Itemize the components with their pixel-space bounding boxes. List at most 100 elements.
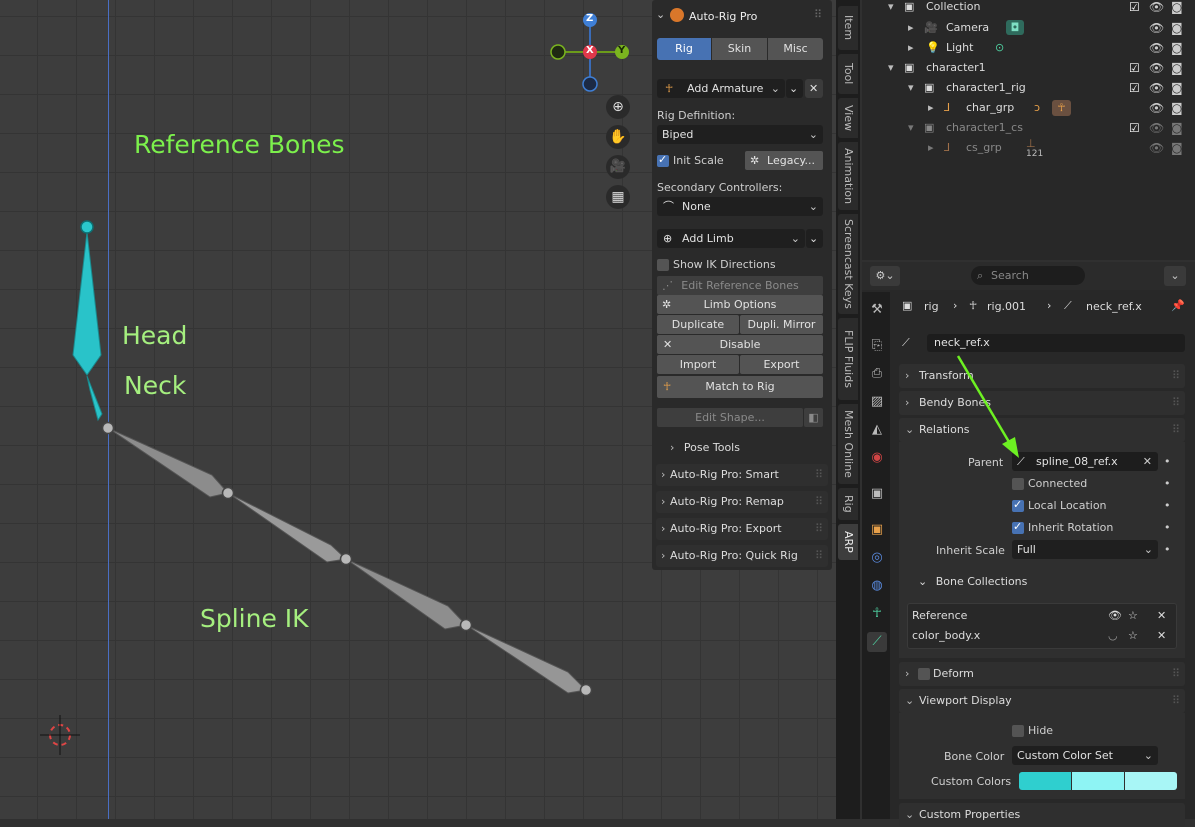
tab-mesh-online[interactable]: Mesh Online [838,404,858,484]
render-camera-icon[interactable]: ◙ [1171,121,1183,135]
drag-grip-icon[interactable]: ⠿ [814,495,823,508]
drag-grip-icon[interactable]: ⠿ [814,8,823,21]
expand-right-icon[interactable]: ▸ [928,141,934,154]
add-armature-dropdown[interactable]: ☥ Add Armature ⌄ [657,79,785,98]
collection-props-icon[interactable]: ▣ [870,486,884,501]
eye-icon[interactable]: 👁 [1149,21,1165,35]
drag-grip-icon[interactable]: ⠿ [814,522,823,535]
init-scale-checkbox[interactable] [657,153,669,167]
eye-hidden-icon[interactable]: 👁 [1149,121,1165,135]
eye-icon[interactable]: 👁 [1149,41,1165,55]
keyframe-dot-icon[interactable]: • [1164,477,1171,490]
tab-rig[interactable]: Rig [657,38,711,60]
bone-icon[interactable]: ⟋ [867,632,887,652]
tab-arp[interactable]: ARP [838,524,858,560]
expand-down-icon[interactable]: ▾ [888,0,894,13]
physics-icon[interactable]: ◍ [871,578,883,593]
star-icon[interactable]: ☆ [1128,629,1138,642]
section-relations[interactable]: ⌄Relations⠿ [899,418,1185,442]
camera-view-icon[interactable]: 🎥 [606,155,630,179]
tab-flip-fluids[interactable]: FLIP Fluids [838,318,858,400]
outliner-row-camera[interactable]: ▸ 🎥 Camera ◘ 👁 ◙ [862,18,1195,38]
star-icon[interactable]: ☆ [1128,609,1138,622]
world-icon[interactable]: ◉ [871,450,883,465]
include-checkbox[interactable]: ☑ [1129,81,1140,95]
expand-down-icon[interactable]: ▾ [908,81,914,94]
eye-icon[interactable]: 👁 [1149,61,1165,75]
section-viewport-display[interactable]: ⌄Viewport Display⠿ [899,689,1185,713]
tab-misc[interactable]: Misc [768,38,823,60]
local-location-checkbox[interactable] [1012,498,1024,512]
render-camera-icon[interactable]: ◙ [1171,0,1183,14]
keyframe-dot-icon[interactable]: • [1164,499,1171,512]
view-layer-icon[interactable]: ▨ [870,394,884,409]
rig-definition-dropdown[interactable]: Biped ⌄ [657,125,823,144]
parent-field[interactable]: ⟋ spline_08_ref.x ✕ [1012,452,1158,471]
collection-row-reference[interactable]: Reference 👁 ☆ ✕ [908,606,1176,626]
armature-remove-button[interactable]: ✕ [805,79,823,98]
remove-icon[interactable]: ✕ [1157,629,1167,642]
collection-row-color-body[interactable]: color_body.x ◡ ☆ ✕ [908,626,1176,646]
legacy-button[interactable]: ✲ Legacy... [745,151,823,170]
eye-icon[interactable]: 👁 [1108,609,1122,622]
bone-collections-list[interactable] [907,603,1177,649]
outliner-row-char-grp[interactable]: ▸ ⅃ char_grp ↄ ☥ 👁 ◙ [862,98,1195,118]
expand-right-icon[interactable]: ▸ [928,101,934,114]
hide-checkbox[interactable] [1012,725,1024,737]
include-checkbox[interactable]: ☑ [1129,0,1140,14]
tab-view[interactable]: View [838,98,858,138]
drag-grip-icon[interactable]: ⠿ [1171,423,1180,436]
add-limb-dropdown[interactable]: ⊕ Add Limb ⌄ [657,229,805,248]
render-camera-icon[interactable]: ◙ [1171,21,1183,35]
render-camera-icon[interactable]: ◙ [1171,41,1183,55]
outliner-row-light[interactable]: ▸ 💡 Light ⊙ 👁 ◙ [862,38,1195,58]
drag-grip-icon[interactable]: ⠿ [1171,369,1180,382]
keyframe-dot-icon[interactable]: • [1164,521,1171,534]
armature-menu-button[interactable]: ⌄ [786,79,803,98]
zoom-icon[interactable]: ⊕ [606,95,630,119]
inherit-scale-dropdown[interactable]: Full ⌄ [1012,540,1158,559]
eye-icon[interactable]: 👁 [1149,141,1165,155]
remove-icon[interactable]: ✕ [1157,609,1167,622]
bone-name-field[interactable]: neck_ref.x [927,334,1185,352]
include-checkbox[interactable]: ☑ [1129,121,1140,135]
drag-grip-icon[interactable]: ⠿ [1171,694,1180,707]
eye-closed-icon[interactable]: ◡ [1108,629,1118,642]
shape-options-button[interactable]: ◧ [804,408,823,427]
panel-header[interactable]: ⌄ Auto-Rig Pro ⠿ [652,4,832,28]
render-camera-icon[interactable]: ◙ [1171,141,1183,155]
edit-reference-bones-button[interactable]: ⋰ Edit Reference Bones [657,276,823,295]
connected-checkbox[interactable] [1012,478,1024,490]
custom-color-normal[interactable] [1019,772,1071,790]
render-camera-icon[interactable]: ◙ [1171,101,1183,115]
show-ik-checkbox[interactable] [657,259,669,271]
ortho-grid-icon[interactable]: ▦ [606,185,630,209]
object-icon[interactable]: ▣ [870,522,884,537]
drag-grip-icon[interactable]: ⠿ [814,549,823,562]
pan-hand-icon[interactable]: ✋ [606,125,630,149]
armature-data-icon[interactable]: ☥ [872,606,882,621]
outliner-row-character1[interactable]: ▾ ▣ character1 ☑ 👁 ◙ [862,58,1195,78]
outliner-row-collection[interactable]: ▾ ▣ Collection ☑ 👁 ◙ [862,0,1195,17]
edit-shape-button[interactable]: Edit Shape... [657,408,803,427]
tab-screencast-keys[interactable]: Screencast Keys [838,214,858,314]
section-remap[interactable]: ›Auto-Rig Pro: Remap⠿ [656,491,828,513]
output-icon[interactable]: ⎙ [871,366,883,381]
keyframe-dot-icon[interactable]: • [1164,543,1171,556]
drag-grip-icon[interactable]: ⠿ [1171,396,1180,409]
outliner-row-cs-grp[interactable]: ▸ ⅃ cs_grp ⊥ 121 👁 ◙ [862,137,1195,159]
bone-collections-toggle[interactable]: ⌄ Bone Collections [918,575,1027,588]
clear-icon[interactable]: ✕ [1142,455,1152,468]
tab-item[interactable]: Item [838,6,858,50]
drag-grip-icon[interactable]: ⠿ [1171,667,1180,680]
custom-color-select[interactable] [1072,772,1124,790]
disable-button[interactable]: ✕ Disable [657,335,823,354]
expand-right-icon[interactable]: ▸ [908,41,914,54]
pose-tools-toggle[interactable]: › Pose Tools [670,441,740,454]
tab-animation[interactable]: Animation [838,142,858,210]
custom-color-active[interactable] [1125,772,1177,790]
search-input[interactable]: ⌕ Search [971,266,1085,285]
eye-icon[interactable]: 👁 [1149,101,1165,115]
outliner-row-character1-cs[interactable]: ▾ ▣ character1_cs ☑ 👁 ◙ [862,118,1195,138]
include-checkbox[interactable]: ☑ [1129,61,1140,75]
